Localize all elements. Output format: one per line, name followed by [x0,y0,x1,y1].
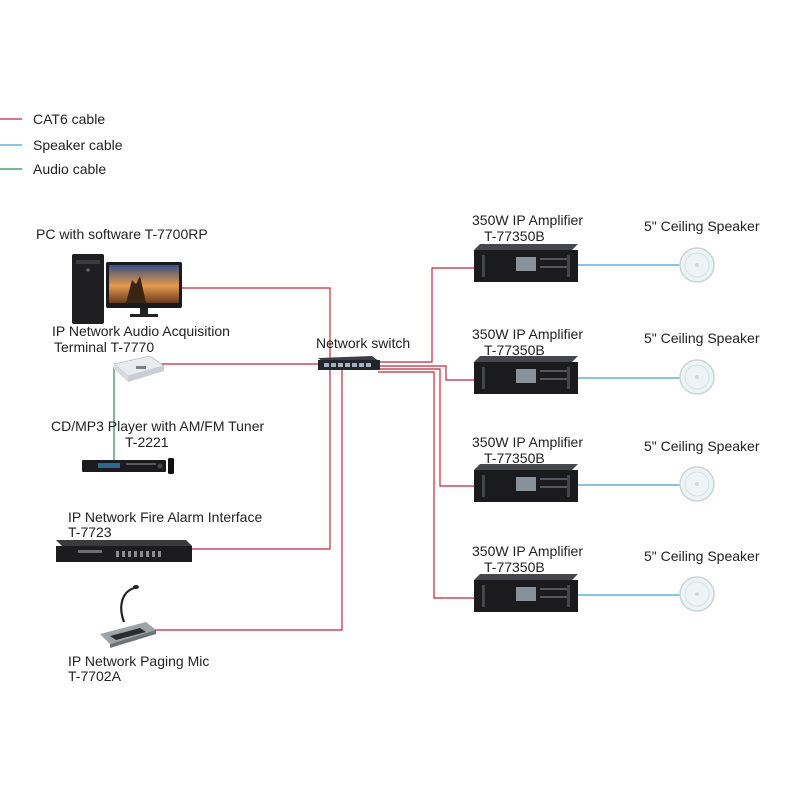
paging-mic-icon [100,585,156,648]
ceiling-speaker-icon-2 [679,359,715,395]
cable-switch-to-amp-1 [378,267,474,363]
network-switch-icon [318,356,380,370]
label-acquisition-line2: Terminal T-7770 [54,339,155,355]
label-amp-2-line1: 350W IP Amplifier [472,326,584,342]
cable-switch-to-amp-2 [378,365,474,381]
amplifier-icon-3 [474,464,578,502]
label-pc: PC with software T-7700RP [36,226,208,242]
cable-pc-to-switch [182,287,331,360]
ceiling-speaker-icon-1 [679,247,715,283]
label-amp-4-line2: T-77350B [484,559,545,575]
acquisition-terminal-icon [113,355,165,382]
label-speaker-2: 5" Ceiling Speaker [644,330,760,346]
label-fire-alarm-line1: IP Network Fire Alarm Interface [68,509,263,525]
label-amp-4-line1: 350W IP Amplifier [472,543,584,559]
cat6-cables [150,267,474,631]
legend-label-speaker: Speaker cable [33,137,123,153]
pc-tower-icon [72,254,104,324]
legend-label-cat6: CAT6 cable [33,111,106,127]
amplifier-icon-1 [474,244,578,282]
cable-switch-to-amp-4 [378,371,474,599]
label-speaker-1: 5" Ceiling Speaker [644,218,760,234]
monitor-icon [106,262,182,317]
label-speaker-4: 5" Ceiling Speaker [644,548,760,564]
amplifier-icon-4 [474,574,578,612]
label-network-switch: Network switch [316,335,411,351]
label-amp-3-line1: 350W IP Amplifier [472,434,584,450]
ceiling-speaker-icon-4 [679,576,715,612]
label-amp-1-line1: 350W IP Amplifier [472,212,584,228]
cable-switch-to-amp-3 [378,368,474,487]
label-speaker-3: 5" Ceiling Speaker [644,438,760,454]
label-cd-player-line1: CD/MP3 Player with AM/FM Tuner [51,418,265,434]
ceiling-speaker-icon-3 [679,466,715,502]
cable-fire-alarm-to-switch [192,370,331,550]
amplifier-icon-2 [474,356,578,394]
label-acquisition-line1: IP Network Audio Acquisition [52,323,230,339]
label-fire-alarm-line2: T-7723 [68,524,112,540]
label-amp-1-line2: T-77350B [484,228,545,244]
cd-player-icon [82,458,174,474]
label-amp-2-line2: T-77350B [484,342,545,358]
legend-label-audio: Audio cable [33,161,107,177]
label-paging-mic-line1: IP Network Paging Mic [68,653,210,669]
label-cd-player-line2: T-2221 [125,434,169,450]
fire-alarm-interface-icon [56,540,192,562]
label-amp-3-line2: T-77350B [484,450,545,466]
label-paging-mic-line2: T-7702A [68,668,121,684]
speaker-cables [578,264,680,596]
cable-mic-to-switch [150,370,343,631]
audio-cable-cd-to-acquisition [113,367,120,462]
